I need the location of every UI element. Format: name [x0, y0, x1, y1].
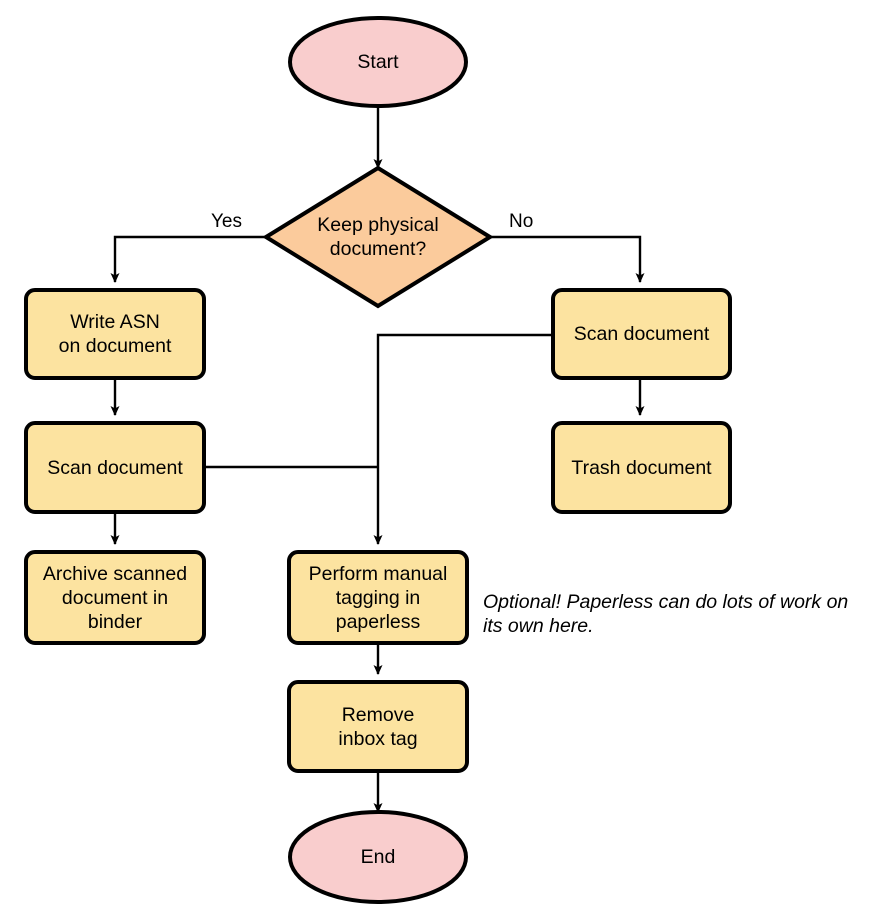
- node-scan-right-shape[interactable]: [551, 288, 732, 380]
- node-tagging-shape[interactable]: [287, 550, 469, 645]
- edge-decision-yes-to-write-asn: [110, 235, 266, 283]
- node-decision-shape[interactable]: [262, 165, 494, 309]
- edge-label-yes: Yes: [211, 211, 242, 232]
- node-scan-left-shape[interactable]: [24, 421, 206, 514]
- node-archive-shape[interactable]: [24, 550, 206, 645]
- node-remove-inbox-shape[interactable]: [287, 680, 469, 773]
- edge-scan-right-to-tagging: [373, 333, 553, 545]
- node-start-shape[interactable]: [288, 16, 468, 108]
- node-end-shape[interactable]: [288, 810, 468, 904]
- node-trash-shape[interactable]: [551, 421, 732, 514]
- node-write-asn-shape[interactable]: [24, 288, 206, 380]
- optional-note: Optional! Paperless can do lots of work …: [483, 591, 849, 637]
- edge-label-no: No: [509, 211, 534, 232]
- edge-decision-no-to-scan-right: [490, 235, 645, 283]
